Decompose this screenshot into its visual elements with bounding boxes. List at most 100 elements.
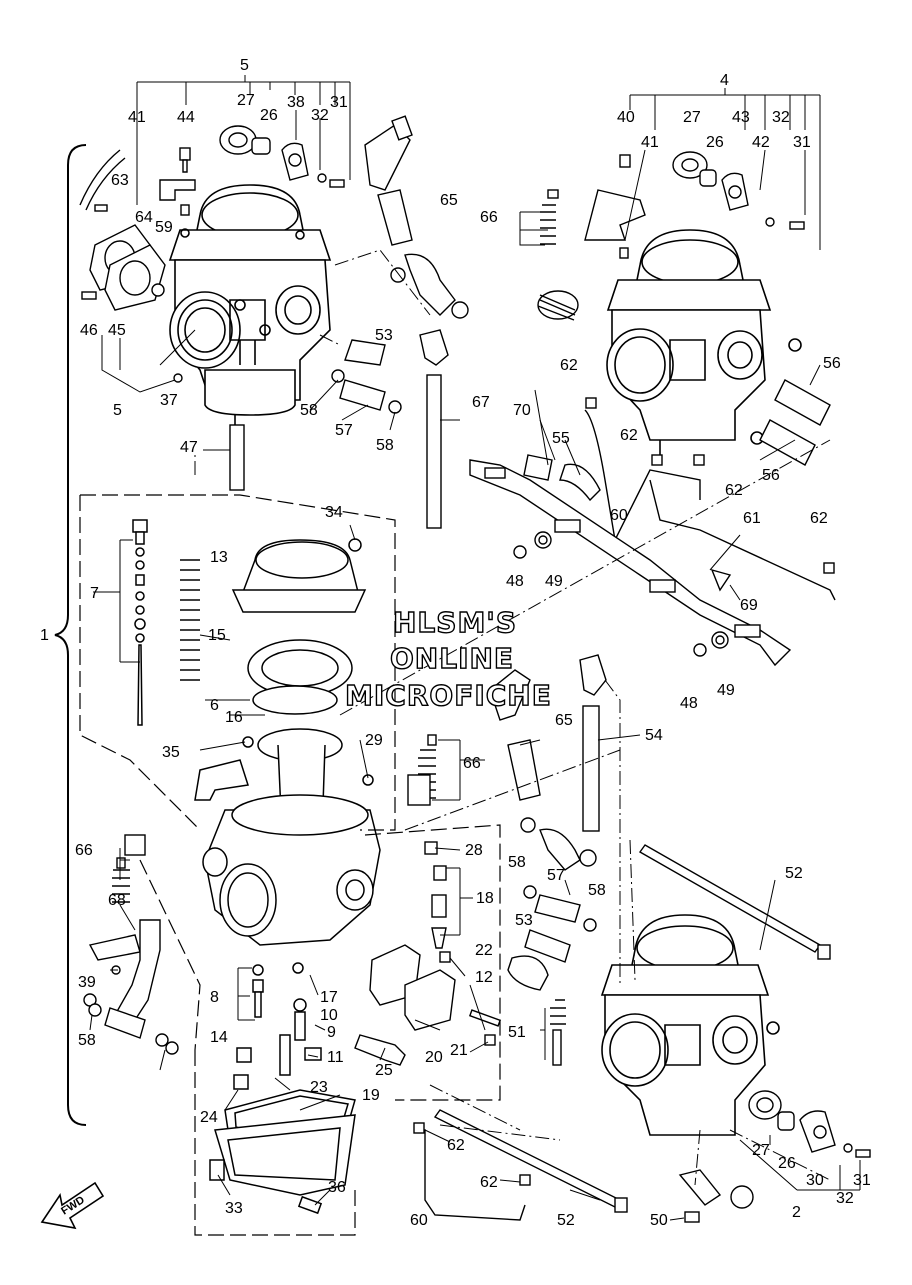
label-9: 9 xyxy=(327,1024,336,1041)
carburetor-top-right xyxy=(606,229,802,460)
label-38: 38 xyxy=(287,94,305,111)
label-62-b: 62 xyxy=(620,427,638,444)
label-27-top-left: 27 xyxy=(237,92,255,109)
label-64: 64 xyxy=(135,209,153,226)
label-58-center-b: 58 xyxy=(588,882,606,899)
intake-gaskets-left xyxy=(79,149,183,383)
label-60-top: 60 xyxy=(610,507,628,524)
label-53-top: 53 xyxy=(375,327,393,344)
label-48-b: 48 xyxy=(680,695,698,712)
watermark: HLSM'S ONLINE MICROFICHE xyxy=(344,605,552,712)
label-60-bottom: 60 xyxy=(410,1212,428,1229)
label-49-b: 49 xyxy=(717,682,735,699)
float-needle-cluster xyxy=(354,841,502,1066)
label-13: 13 xyxy=(210,549,228,566)
assembly-brace xyxy=(54,144,87,1126)
label-25: 25 xyxy=(375,1062,393,1079)
label-23: 23 xyxy=(310,1079,328,1096)
label-8: 8 xyxy=(210,989,219,1006)
label-41-top-left: 41 xyxy=(128,109,146,126)
label-37: 37 xyxy=(160,392,178,409)
fwd-arrow: FWD xyxy=(40,1181,105,1230)
label-61: 61 xyxy=(743,510,761,527)
label-5-bottom: 5 xyxy=(113,402,122,419)
hoses-top-left xyxy=(229,115,469,529)
label-16: 16 xyxy=(225,709,243,726)
label-20: 20 xyxy=(425,1049,443,1066)
label-55: 55 xyxy=(552,430,570,447)
label-67: 67 xyxy=(472,394,490,411)
dashdot-leaders xyxy=(194,249,831,1186)
label-56-a: 56 xyxy=(823,355,841,372)
label-29: 29 xyxy=(365,732,383,749)
label-39: 39 xyxy=(78,974,96,991)
label-28: 28 xyxy=(465,842,483,859)
label-57-top: 57 xyxy=(335,422,353,439)
label-31-bottom: 31 xyxy=(853,1172,871,1189)
label-58-top-b: 58 xyxy=(376,437,394,454)
label-27-bottom: 27 xyxy=(752,1142,770,1159)
left-side-hoses xyxy=(83,834,179,1055)
watermark-line1: HLSM'S xyxy=(393,606,517,639)
label-10: 10 xyxy=(320,1007,338,1024)
label-31-top-right: 31 xyxy=(793,134,811,151)
label-17: 17 xyxy=(320,989,338,1006)
label-33: 33 xyxy=(225,1200,243,1217)
label-30: 30 xyxy=(806,1172,824,1189)
label-5-top: 5 xyxy=(240,57,249,74)
label-32-top-right: 32 xyxy=(772,109,790,126)
label-62-c: 62 xyxy=(725,482,743,499)
label-58-left-a: 58 xyxy=(78,1032,96,1049)
label-2: 2 xyxy=(792,1204,801,1221)
label-44: 44 xyxy=(177,109,195,126)
label-36: 36 xyxy=(328,1179,346,1196)
label-56-b: 56 xyxy=(762,467,780,484)
label-59: 59 xyxy=(155,219,173,236)
label-58-top-a: 58 xyxy=(300,402,318,419)
label-45: 45 xyxy=(108,322,126,339)
label-14: 14 xyxy=(210,1029,228,1046)
label-18: 18 xyxy=(476,890,494,907)
label-41-top-right: 41 xyxy=(641,134,659,151)
label-54: 54 xyxy=(645,727,663,744)
label-40: 40 xyxy=(617,109,635,126)
label-26-top-right: 26 xyxy=(706,134,724,151)
label-50: 50 xyxy=(650,1212,668,1229)
dashed-boundaries xyxy=(79,494,501,1236)
label-32-bottom: 32 xyxy=(836,1190,854,1207)
label-70: 70 xyxy=(513,402,531,419)
label-63: 63 xyxy=(111,172,129,189)
label-66-left: 66 xyxy=(75,842,93,859)
label-47: 47 xyxy=(180,439,198,456)
label-24: 24 xyxy=(200,1109,218,1126)
label-49-a: 49 xyxy=(545,573,563,590)
label-12: 12 xyxy=(475,969,493,986)
label-27-top-right: 27 xyxy=(683,109,701,126)
watermark-line3: MICROFICHE xyxy=(345,679,552,712)
label-31-top-left: 31 xyxy=(330,94,348,111)
part-labels: 5 41 44 27 26 38 32 31 63 64 59 65 46 45… xyxy=(40,57,871,1229)
label-34: 34 xyxy=(325,504,343,521)
label-11: 11 xyxy=(327,1049,344,1066)
center-exploded-view xyxy=(132,519,381,1215)
carburetor-bottom-right xyxy=(600,914,780,1136)
label-65-top: 65 xyxy=(440,192,458,209)
label-66-top: 66 xyxy=(480,209,498,226)
label-57-center: 57 xyxy=(547,867,565,884)
bracket-top-left xyxy=(159,147,196,216)
label-1: 1 xyxy=(40,627,49,644)
hoses-center xyxy=(407,654,607,1066)
label-22: 22 xyxy=(475,942,493,959)
label-62-f: 62 xyxy=(480,1174,498,1191)
cap-parts-top-left xyxy=(219,125,345,188)
label-7: 7 xyxy=(90,585,99,602)
label-62-e: 62 xyxy=(447,1137,465,1154)
label-15: 15 xyxy=(208,627,226,644)
label-21: 21 xyxy=(450,1042,468,1059)
cap-parts-bottom-right xyxy=(413,844,871,1223)
label-32-top-left: 32 xyxy=(311,107,329,124)
label-69: 69 xyxy=(740,597,758,614)
label-62-a: 62 xyxy=(560,357,578,374)
hoses-top-right xyxy=(469,379,836,667)
